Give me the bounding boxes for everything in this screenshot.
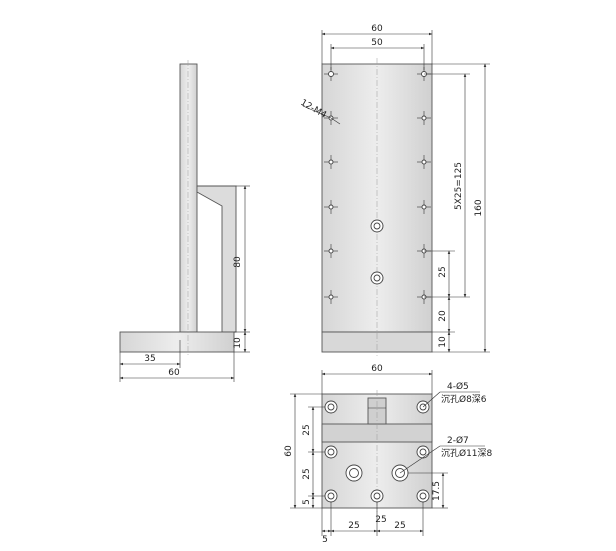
front-hole (328, 204, 334, 210)
bottom-dim-height: 60 (284, 445, 294, 457)
side-dim-height: 80 (233, 256, 243, 268)
side-base-plate (119, 331, 235, 353)
front-hole (328, 248, 334, 254)
front-hole (421, 115, 427, 121)
front-dim-width: 60 (371, 24, 383, 34)
bottom-dim-25-a: 25 (302, 424, 312, 435)
bottom-dim-25-d: 25 (394, 521, 405, 531)
front-dim-10: 10 (438, 336, 448, 348)
side-view: 80 10 35 60 (119, 60, 250, 382)
bottom-dim-25-mid: 25 (375, 515, 386, 525)
front-hole (328, 159, 334, 165)
side-dim-base-width: 60 (168, 368, 180, 378)
front-center-hole-inner (373, 274, 381, 282)
side-dim-offset: 35 (144, 354, 155, 364)
side-vertical-plate (179, 63, 198, 333)
bottom-dim-width: 60 (371, 364, 383, 374)
bottom-dim-17-5: 17.5 (432, 481, 442, 501)
bottom-dim-5-bottom: 5 (322, 535, 328, 545)
bottom-dim-25-c: 25 (348, 521, 359, 531)
bottom-callout-4-sub: 沉孔Ø8深6 (441, 394, 487, 405)
bottom-callout-2: 2-Ø7 (447, 435, 469, 446)
front-center-hole-inner (373, 222, 381, 230)
front-hole (328, 294, 334, 300)
bottom-dim-25-b: 25 (302, 468, 312, 479)
front-dim-total-height: 160 (474, 199, 484, 216)
front-view: 60 50 12-M4 160 5X25=125 25 20 10 (299, 24, 490, 356)
front-hole (421, 159, 427, 165)
side-dim-base-thickness: 10 (233, 337, 243, 349)
front-hole (421, 204, 427, 210)
bottom-dim-5-left: 5 (302, 499, 312, 505)
bottom-view: 60 4-Ø5 沉孔Ø8深6 2-Ø7 沉孔Ø11深8 60 25 25 5 1… (284, 364, 493, 545)
front-dim-hole-span: 50 (371, 38, 383, 48)
front-dim-25: 25 (438, 266, 448, 277)
front-dim-pitch: 5X25=125 (454, 162, 464, 210)
side-gusset (196, 185, 237, 333)
bottom-callout-4: 4-Ø5 (447, 381, 469, 392)
front-hole (328, 71, 334, 77)
front-dim-20: 20 (438, 310, 448, 322)
bottom-callout-2-sub: 沉孔Ø11深8 (441, 448, 493, 459)
